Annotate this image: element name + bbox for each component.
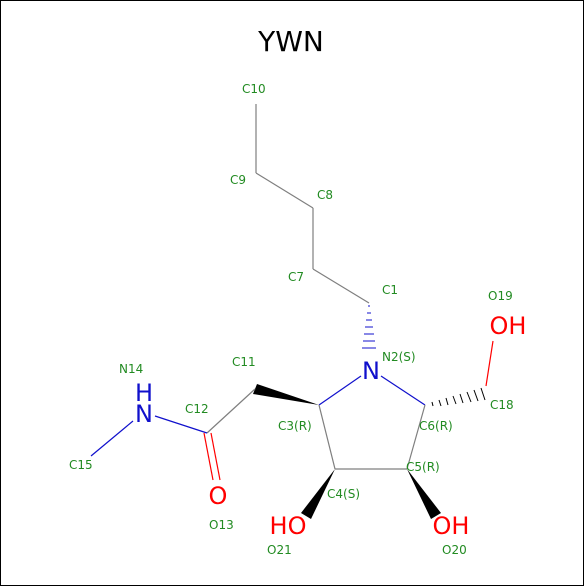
bond-n2-c6 <box>380 375 426 406</box>
bond-c12-o13-a <box>203 432 214 481</box>
label-o20: O20 <box>442 543 467 557</box>
bond-c5-c6 <box>406 404 426 470</box>
label-c1: C1 <box>382 283 398 297</box>
label-n14: N14 <box>119 362 143 376</box>
atom-n14: N <box>135 400 153 428</box>
bond-c11-c12 <box>206 388 256 434</box>
bond-c7-c1 <box>312 268 370 304</box>
wedge-c3-c11 <box>253 384 319 405</box>
hash-bond-c6-c18 <box>431 387 486 407</box>
label-c11: C11 <box>232 355 256 369</box>
atom-o13: O <box>209 482 228 510</box>
wedge-c4-o21 <box>301 469 335 519</box>
label-c4: C4(S) <box>327 487 360 501</box>
atom-n2: N <box>362 357 380 385</box>
label-o19: O19 <box>488 289 513 303</box>
label-c3: C3(R) <box>278 419 312 433</box>
bond-c9-c8 <box>255 172 314 209</box>
label-c9: C9 <box>230 173 246 187</box>
atom-o20: OH <box>433 512 470 540</box>
label-c5: C5(R) <box>406 460 440 474</box>
atom-o21: HO <box>270 512 307 540</box>
label-c12: C12 <box>185 402 209 416</box>
label-c10: C10 <box>242 82 266 96</box>
bond-c18-o19 <box>485 340 494 387</box>
molecule-title: YWN <box>257 25 324 58</box>
label-o21: O21 <box>267 543 292 557</box>
bond-n14-c15 <box>90 420 134 457</box>
bond-c12-o13-b <box>210 432 221 481</box>
atom-o19: OH <box>490 312 527 340</box>
label-c7: C7 <box>288 270 304 284</box>
wedge-c5-o20 <box>407 469 441 519</box>
bond-c3-c4 <box>318 404 336 470</box>
label-c8: C8 <box>317 188 333 202</box>
label-c6: C6(R) <box>419 419 453 433</box>
bond-n2-c3 <box>318 375 362 406</box>
label-o13: O13 <box>209 518 234 532</box>
atom-n14-h: H <box>135 379 153 407</box>
label-n2: N2(S) <box>382 350 416 364</box>
label-c15: C15 <box>69 458 93 472</box>
label-c18: C18 <box>490 398 514 412</box>
hash-bond-c1-n2 <box>362 305 376 349</box>
bond-c12-n14 <box>154 415 208 434</box>
